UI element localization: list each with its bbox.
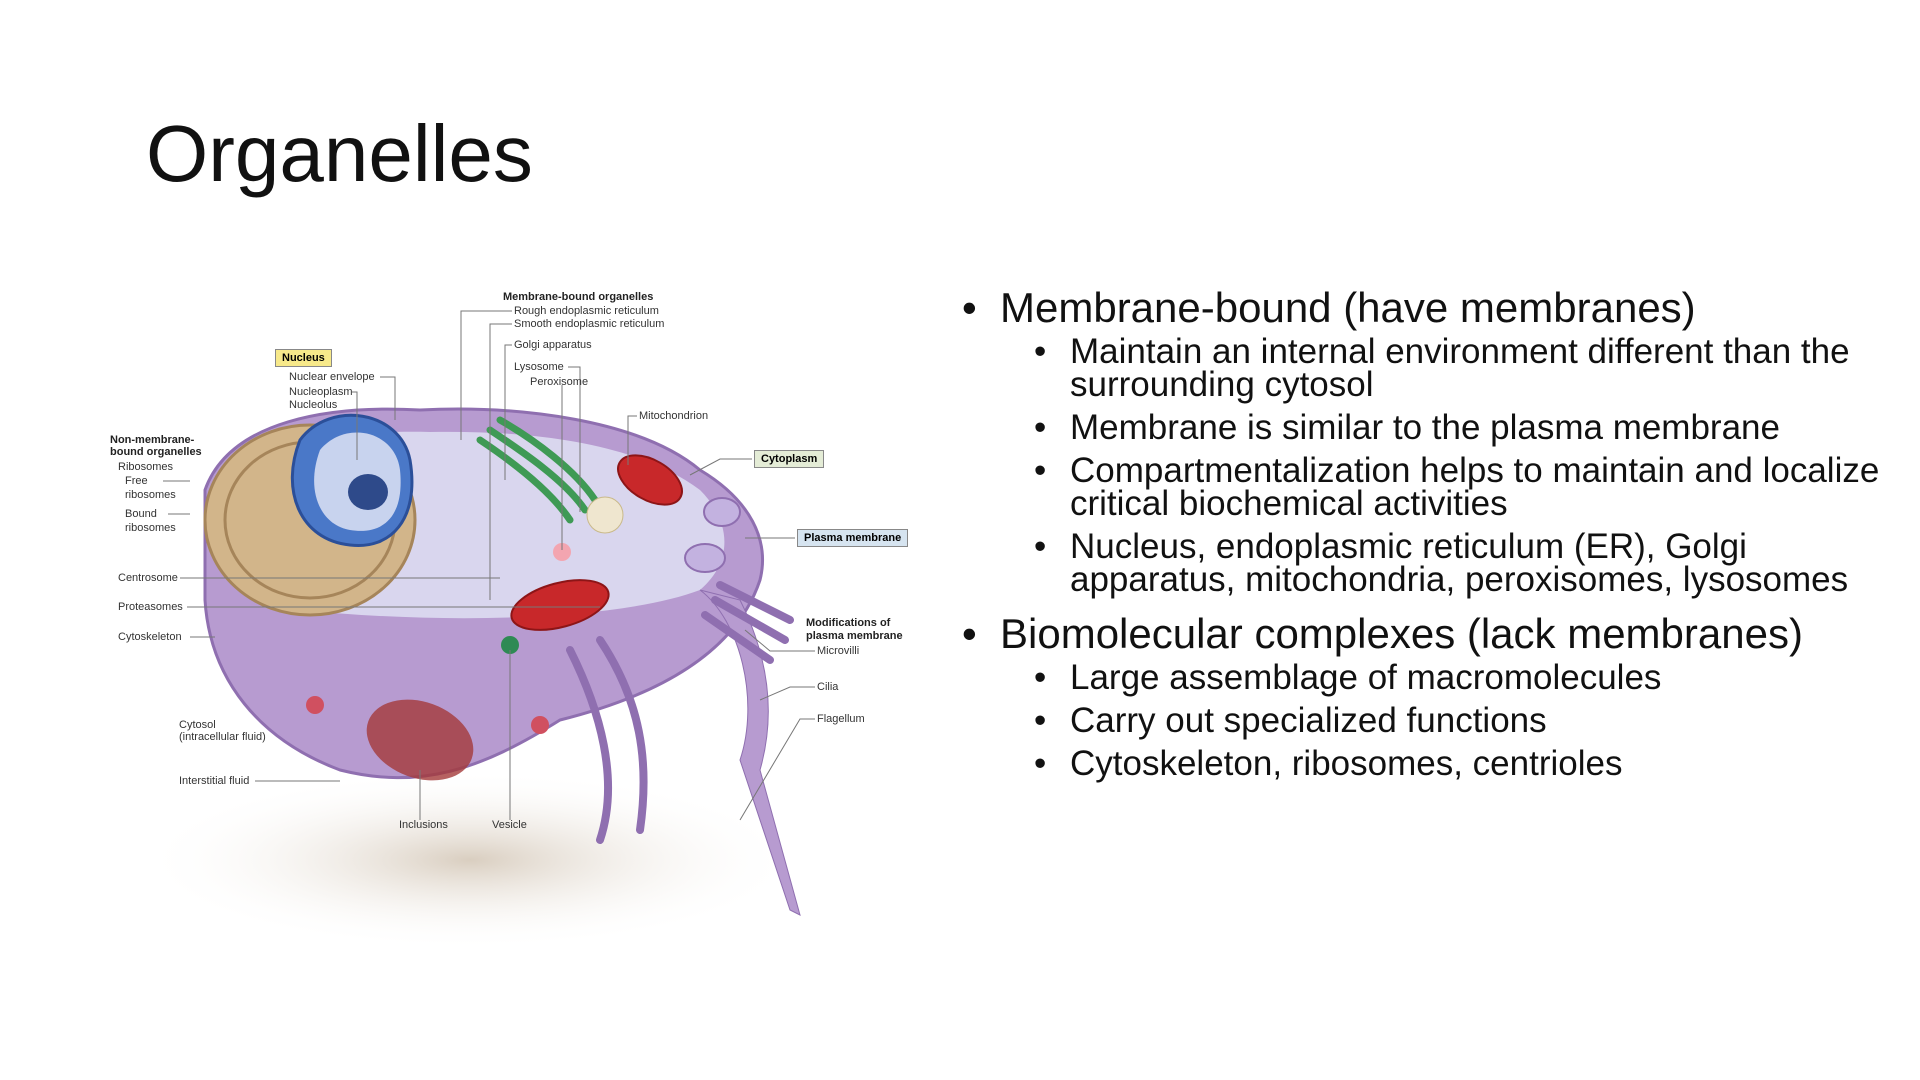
label-free-2: ribosomes: [125, 489, 176, 501]
label-ribosomes: Ribosomes: [118, 461, 174, 473]
label-bound-2: ribosomes: [125, 522, 176, 534]
bullet-biomolecular-complexes: Biomolecular complexes (lack membranes): [960, 613, 1900, 655]
label-interstitial-fluid: Interstitial fluid: [179, 775, 250, 787]
sub-bullet: Maintain an internal environment differe…: [960, 334, 1900, 402]
label-rough-er: Rough endoplasmic reticulum: [514, 305, 659, 317]
label-bound-1: Bound: [125, 508, 157, 520]
label-plasma-membrane: Plasma membrane: [797, 529, 909, 547]
sub-bullet: Carry out specialized functions: [960, 703, 1900, 738]
label-nucleolus: Nucleolus: [289, 399, 338, 411]
label-cytosol-1: Cytosol: [179, 719, 216, 731]
sub-bullet: Compartmentalization helps to maintain a…: [960, 453, 1900, 521]
label-smooth-er: Smooth endoplasmic reticulum: [514, 318, 665, 330]
label-cytosol-2: (intracellular fluid): [179, 731, 266, 743]
sub-bullet: Membrane is similar to the plasma membra…: [960, 410, 1900, 445]
sub-bullet: Large assemblage of macromolecules: [960, 660, 1900, 695]
sub-bullet: Cytoskeleton, ribosomes, centrioles: [960, 746, 1900, 781]
label-non-membrane-2: bound organelles: [110, 446, 202, 458]
label-free-1: Free: [125, 475, 148, 487]
label-cilia: Cilia: [817, 681, 839, 693]
label-lysosome: Lysosome: [514, 361, 564, 373]
label-centrosome: Centrosome: [118, 572, 178, 584]
label-mitochondrion: Mitochondrion: [639, 410, 709, 422]
label-cytoskeleton: Cytoskeleton: [118, 631, 182, 643]
bullet-membrane-bound: Membrane-bound (have membranes): [960, 287, 1900, 329]
label-peroxisome: Peroxisome: [530, 376, 589, 388]
label-non-membrane-1: Non-membrane-: [110, 434, 195, 446]
label-modifications-2: plasma membrane: [806, 630, 903, 642]
label-modifications-1: Modifications of: [806, 617, 891, 629]
label-membrane-bound-organelles: Membrane-bound organelles: [503, 291, 654, 303]
label-golgi: Golgi apparatus: [514, 339, 592, 351]
label-cytoplasm: Cytoplasm: [754, 450, 825, 468]
label-inclusions: Inclusions: [399, 819, 448, 831]
label-microvilli: Microvilli: [817, 645, 860, 657]
label-flagellum: Flagellum: [817, 713, 865, 725]
label-vesicle: Vesicle: [492, 819, 527, 831]
label-nucleoplasm: Nucleoplasm: [289, 386, 353, 398]
label-nucleus: Nucleus: [275, 349, 332, 367]
bullet-list: Membrane-bound (have membranes) Maintain…: [960, 282, 1900, 782]
label-proteasomes: Proteasomes: [118, 601, 183, 613]
label-nuclear-envelope: Nuclear envelope: [289, 371, 375, 383]
sub-bullet: Nucleus, endoplasmic reticulum (ER), Gol…: [960, 529, 1900, 597]
slide-title: Organelles: [146, 109, 533, 198]
